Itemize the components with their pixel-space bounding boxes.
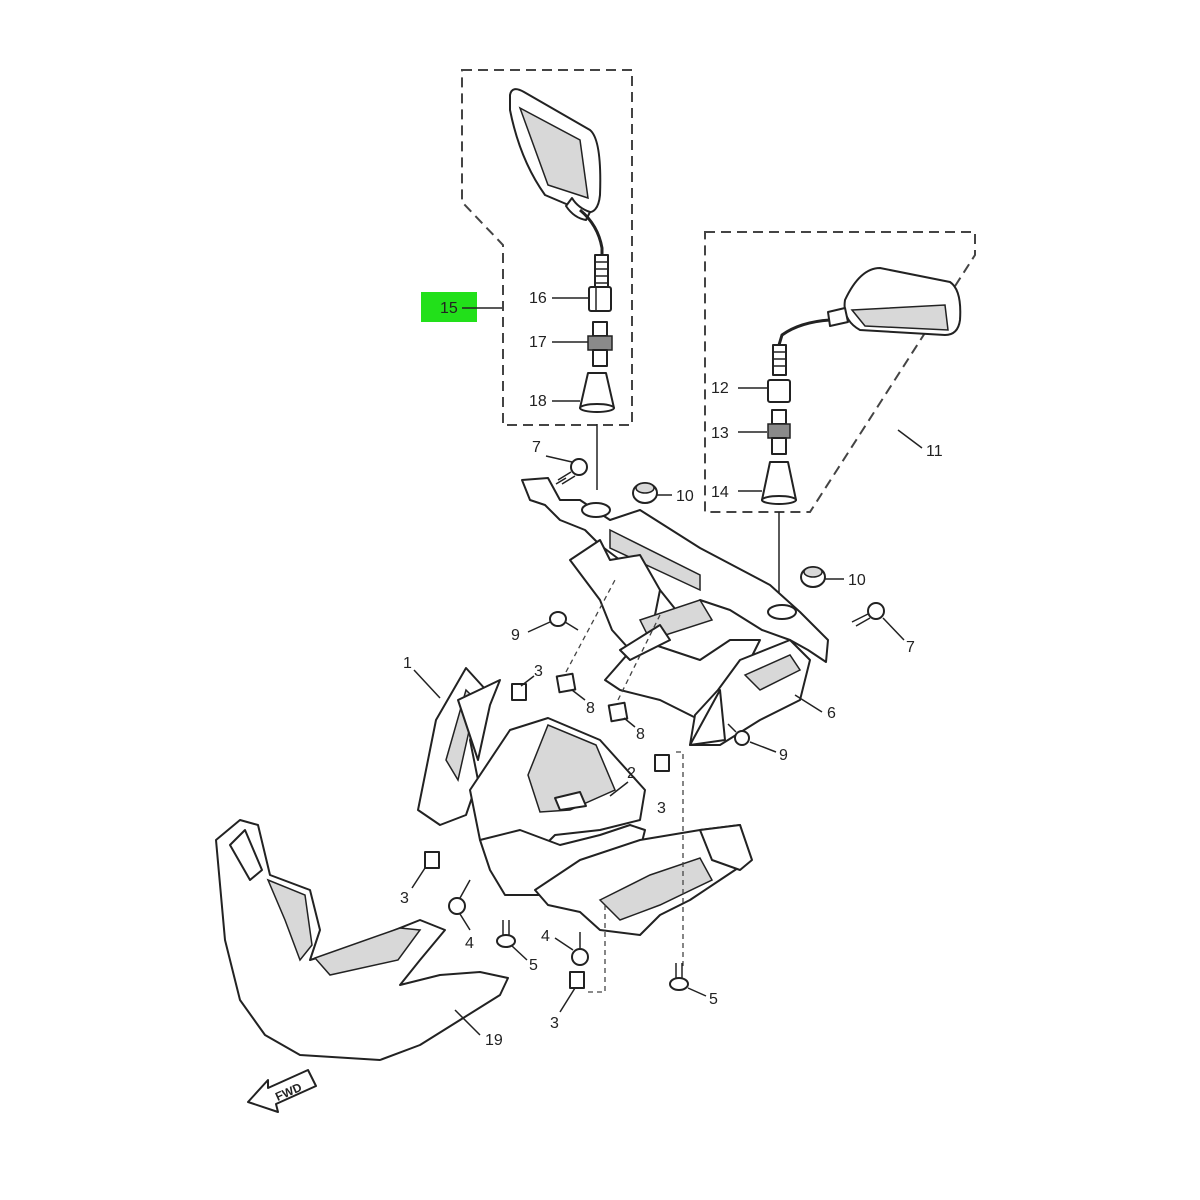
cover-14	[761, 461, 797, 505]
callout-12: 12	[711, 380, 729, 397]
clip-nut-3-left	[424, 851, 440, 869]
clip-nut-3-top	[511, 683, 527, 701]
mirror-assembly-11-outline	[704, 231, 976, 513]
nut-16	[588, 286, 612, 312]
callout-4-right: 4	[541, 928, 550, 945]
callout-13: 13	[711, 425, 729, 442]
bolt-9-upper	[549, 611, 579, 631]
callout-4-left: 4	[465, 935, 474, 952]
mirror-assembly-15-outline	[461, 69, 633, 426]
clip-nut-8-left	[555, 672, 577, 694]
center-cover-2	[469, 717, 646, 896]
inner-panel-1	[417, 667, 501, 826]
left-mirror	[509, 88, 609, 288]
adapter-17	[587, 321, 613, 367]
clip-nut-3-right	[654, 754, 670, 772]
callout-5-right: 5	[709, 991, 718, 1008]
nut-12	[767, 379, 791, 403]
callout-14: 14	[711, 484, 729, 501]
callout-7-upper: 7	[532, 439, 541, 456]
upper-stay-bracket	[521, 477, 829, 721]
fwd-arrow: FWD	[247, 1069, 317, 1113]
screw-5-left	[496, 920, 516, 948]
callout-9-lower: 9	[779, 747, 788, 764]
callout-11: 11	[926, 443, 943, 460]
callout-19: 19	[485, 1032, 503, 1049]
callout-17: 17	[529, 334, 547, 351]
screw-5-right	[669, 963, 689, 991]
callout-3-bottom: 3	[550, 1015, 559, 1032]
cover-18	[579, 372, 615, 413]
callout-16: 16	[529, 290, 547, 307]
callout-3-right: 3	[657, 800, 666, 817]
callout-5-left: 5	[529, 957, 538, 974]
clip-nut-3-bottom	[569, 971, 585, 989]
adapter-13	[767, 409, 791, 455]
callout-1: 1	[403, 655, 412, 672]
screw-4-left	[448, 879, 471, 915]
bracket-6	[689, 639, 811, 746]
bolt-7-upper	[555, 458, 588, 485]
bolt-9-lower	[727, 723, 750, 746]
bolt-7-lower	[851, 602, 885, 627]
callout-6: 6	[827, 705, 836, 722]
grommet-10-upper	[632, 482, 658, 504]
callout-2: 2	[627, 765, 636, 782]
front-cowl-19	[215, 819, 509, 1061]
clip-nut-8-right	[607, 701, 629, 723]
callout-3-left: 3	[400, 890, 409, 907]
callout-8-right: 8	[636, 726, 645, 743]
callout-8-left: 8	[586, 700, 595, 717]
callout-3-top: 3	[534, 663, 543, 680]
grommet-10-lower	[800, 566, 826, 588]
screw-4-right	[571, 932, 589, 966]
callout-10-lower: 10	[848, 572, 866, 589]
lower-duct	[534, 824, 753, 936]
callout-15: 15	[440, 300, 458, 317]
callout-9-upper: 9	[511, 627, 520, 644]
callout-7-lower: 7	[906, 639, 915, 656]
right-mirror	[772, 267, 962, 376]
callout-10-upper: 10	[676, 488, 694, 505]
highlight-box-15	[421, 292, 477, 322]
callout-18: 18	[529, 393, 547, 410]
